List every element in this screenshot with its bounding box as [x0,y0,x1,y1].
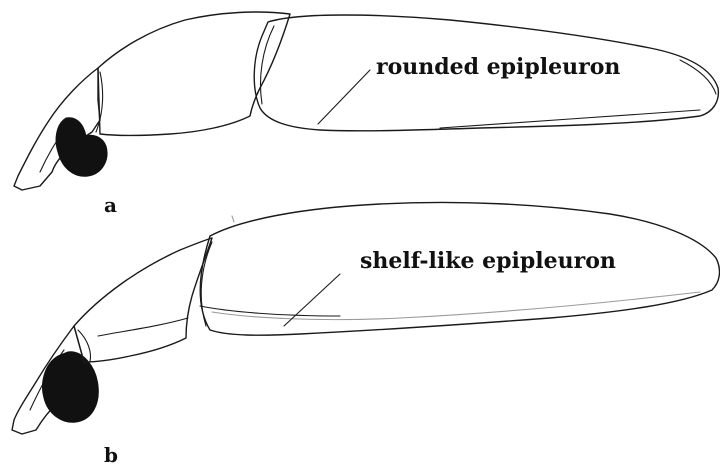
panel-a-annotation: rounded epipleuron [376,54,620,80]
panel-b-letter: b [104,443,118,467]
panel-a-letter: a [104,193,117,217]
panel-b-epipleuron-lower-line [200,306,340,316]
panel-b: shelf-like epipleuron b [12,202,719,467]
panel-b-pronotum-ventral-line [98,318,188,336]
panel-a-leader-line [318,70,370,124]
panel-b-faint-mark [232,216,234,222]
panel-b-pronotum-outline [74,238,212,362]
panel-a: rounded epipleuron a [14,12,718,217]
panel-b-leader-line [284,274,340,326]
panel-b-annotation: shelf-like epipleuron [360,248,616,274]
